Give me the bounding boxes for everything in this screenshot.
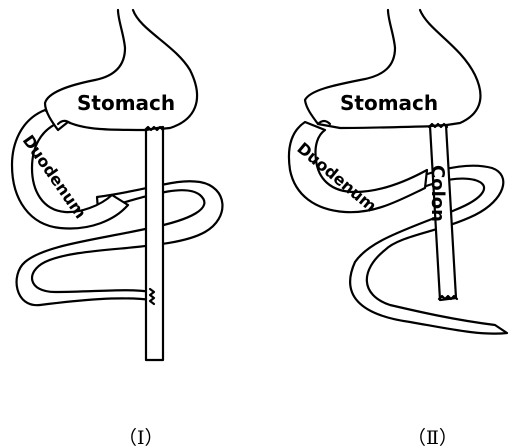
panel-2-colon-label: Colon (427, 165, 448, 222)
panel-1-colon (146, 127, 163, 360)
panel-1-caption: （Ⅰ） (118, 427, 164, 446)
panel-1: Stomach Duodenum （Ⅰ） (12, 10, 222, 446)
panel-1-stomach-label: Stomach (77, 91, 175, 115)
panel-2-stomach-label: Stomach (340, 91, 438, 115)
panel-2: Stomach Duodenum Colon （Ⅱ） (289, 10, 507, 446)
panel-2-caption: （Ⅱ） (407, 427, 458, 446)
